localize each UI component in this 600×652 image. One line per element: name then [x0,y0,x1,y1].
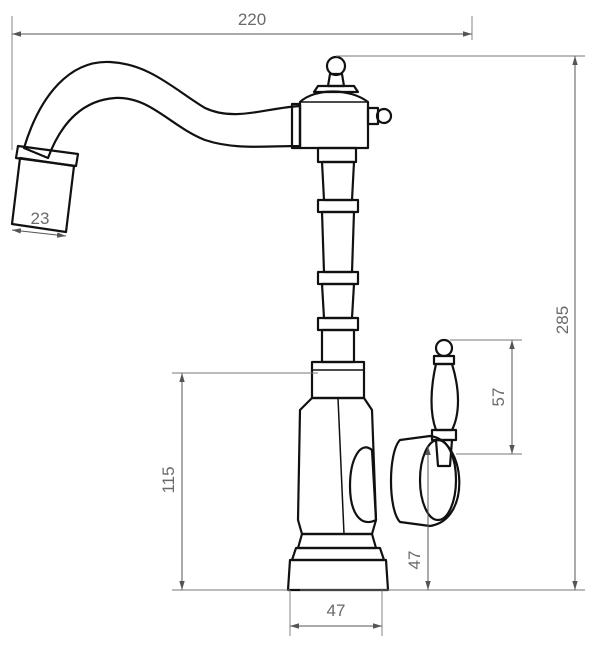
dim-handle-height: 57 [450,339,522,455]
dim-spout-outlet: 23 [11,209,67,238]
label-handle-height: 57 [489,388,508,407]
label-body-height: 115 [159,466,178,493]
side-knob [366,106,393,126]
spout-collar [290,102,302,150]
dim-overall-width: 220 [11,10,473,150]
dim-base-diameter: 47 [289,590,383,636]
dim-handle-axis: 47 [405,446,431,590]
hub-neck [316,146,358,164]
base [286,532,390,592]
column [316,160,360,364]
main-body [296,396,378,536]
label-overall-width: 220 [238,10,266,29]
label-base-diameter: 47 [327,601,346,620]
spout-outlet-ring [14,144,80,168]
dim-overall-height: 285 [300,55,585,591]
hub-body [298,90,370,150]
handle-lever [430,338,460,468]
top-finial [312,55,360,94]
faucet-outline [10,55,461,592]
body-facet [337,397,345,535]
column-collar [310,360,366,400]
label-spout-outlet: 23 [31,209,50,228]
spout [22,60,302,160]
spout-outlet-tip [10,156,76,234]
label-handle-axis: 47 [405,551,424,570]
dim-body-height: 115 [159,372,318,591]
cartridge-housing [348,446,378,524]
label-overall-height: 285 [553,306,572,334]
